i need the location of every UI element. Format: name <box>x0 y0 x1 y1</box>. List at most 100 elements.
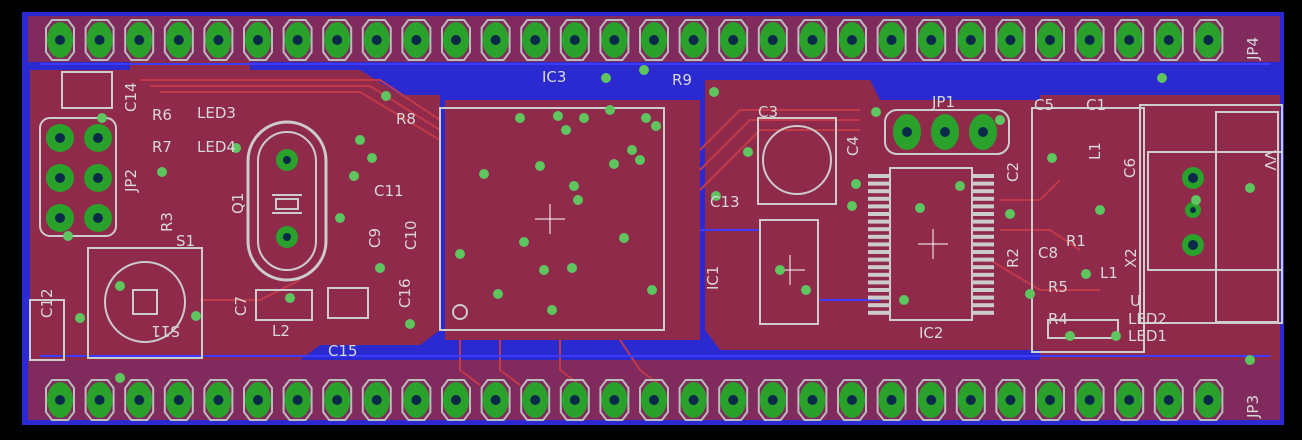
header-pin-outline <box>282 379 313 421</box>
label-jp4: JP4 <box>1244 37 1262 61</box>
via <box>1065 331 1075 341</box>
header-pin-outline <box>45 19 75 61</box>
ic2-leg <box>972 288 994 292</box>
label-l1-top: L1 <box>1086 142 1104 160</box>
via <box>515 113 525 123</box>
header-pin-drill <box>55 395 65 405</box>
header-pin-outline <box>480 19 511 61</box>
via <box>191 311 201 321</box>
label-jp3: JP3 <box>1244 395 1262 419</box>
header-pin-drill <box>490 395 501 405</box>
label-c4: C4 <box>844 136 862 156</box>
via <box>1111 331 1121 341</box>
via <box>955 181 965 191</box>
via <box>1047 153 1057 163</box>
header-pin-outline <box>955 19 986 61</box>
via <box>635 155 645 165</box>
header-pin-drill <box>173 35 184 45</box>
header-pin-outline <box>520 379 551 421</box>
header-pin-outline <box>797 379 828 421</box>
ic2-leg <box>868 272 890 277</box>
vias <box>63 65 1255 383</box>
label-q1: Q1 <box>229 193 247 214</box>
via <box>847 201 857 211</box>
label-c11: C11 <box>374 182 404 200</box>
ic2-leg <box>868 219 890 224</box>
header-pin-drill <box>371 35 382 45</box>
header-pin-outline <box>1153 379 1184 421</box>
header-pin-outline <box>84 379 115 421</box>
ic2-leg <box>868 212 890 216</box>
via <box>1191 195 1201 205</box>
header-pin-outline <box>639 379 669 421</box>
label-x2: X2 <box>1122 248 1140 268</box>
ic2-leg <box>972 257 994 262</box>
chip-ic3 <box>439 107 665 331</box>
jp2-pin-drill <box>93 133 103 143</box>
header-pin-drill <box>1084 35 1095 45</box>
label-c9: C9 <box>366 228 384 248</box>
header-pin-drill <box>767 395 778 405</box>
ic2-leg <box>972 310 994 315</box>
header-pin-outline <box>84 19 115 61</box>
label-c15: C15 <box>328 342 358 360</box>
via <box>493 289 503 299</box>
chip-ic1 <box>759 219 819 325</box>
header-pin-drill <box>1005 35 1016 45</box>
ic2-leg <box>868 234 890 239</box>
header-pin-drill <box>886 35 897 45</box>
header-pin-drill <box>886 395 897 405</box>
header-pin-outline <box>599 19 630 61</box>
header-pin-outline <box>1114 379 1145 421</box>
via <box>535 161 545 171</box>
header-pin-drill <box>1045 395 1055 405</box>
via <box>1245 355 1255 365</box>
label-r4: R4 <box>1048 310 1068 328</box>
header-pin-drill <box>173 395 184 405</box>
via <box>561 125 571 135</box>
header-pin-drill <box>134 35 145 45</box>
ic2-leg <box>972 303 994 308</box>
ic2-leg <box>972 272 994 277</box>
via <box>871 107 881 117</box>
header-pin-outline <box>1035 379 1065 421</box>
via <box>381 91 391 101</box>
via <box>899 295 909 305</box>
label-s1: S1 <box>176 232 195 250</box>
header-pin-drill <box>1203 395 1214 405</box>
header-pin-outline <box>480 379 511 421</box>
ic2-leg <box>972 196 994 201</box>
logo-vv: VV <box>1261 150 1279 171</box>
header-pin-outline <box>124 379 155 421</box>
header-pin-outline <box>243 379 273 421</box>
via <box>553 111 563 121</box>
jp2-pin-drill <box>93 213 103 223</box>
crystal-q1 <box>246 120 328 282</box>
label-r3: R3 <box>158 212 176 232</box>
via <box>405 319 415 329</box>
header-pin-outline <box>797 19 828 61</box>
header-pin-drill <box>332 395 343 405</box>
header-pin-outline <box>401 19 432 61</box>
jp2-pin-drill <box>55 133 65 143</box>
label-r6: R6 <box>152 106 172 124</box>
header-pin-outline <box>1035 19 1065 61</box>
header-pin-outline <box>282 19 313 61</box>
header-pin-drill <box>569 395 580 405</box>
via <box>547 305 557 315</box>
header-pin-outline <box>837 379 867 421</box>
header-pin-outline <box>1193 379 1224 421</box>
header-pin-outline <box>995 379 1026 421</box>
ic2-leg <box>868 250 890 254</box>
header-pin-outline <box>876 379 907 421</box>
ic2-leg <box>868 227 890 232</box>
via <box>1245 183 1255 193</box>
header-pin-drill <box>609 395 620 405</box>
header-pin-drill <box>253 35 263 45</box>
via <box>711 191 721 201</box>
header-pin-drill <box>728 35 739 45</box>
header-pin-outline <box>203 379 234 421</box>
header-pin-drill <box>1124 395 1135 405</box>
ic2-leg <box>868 288 890 292</box>
via <box>63 231 73 241</box>
